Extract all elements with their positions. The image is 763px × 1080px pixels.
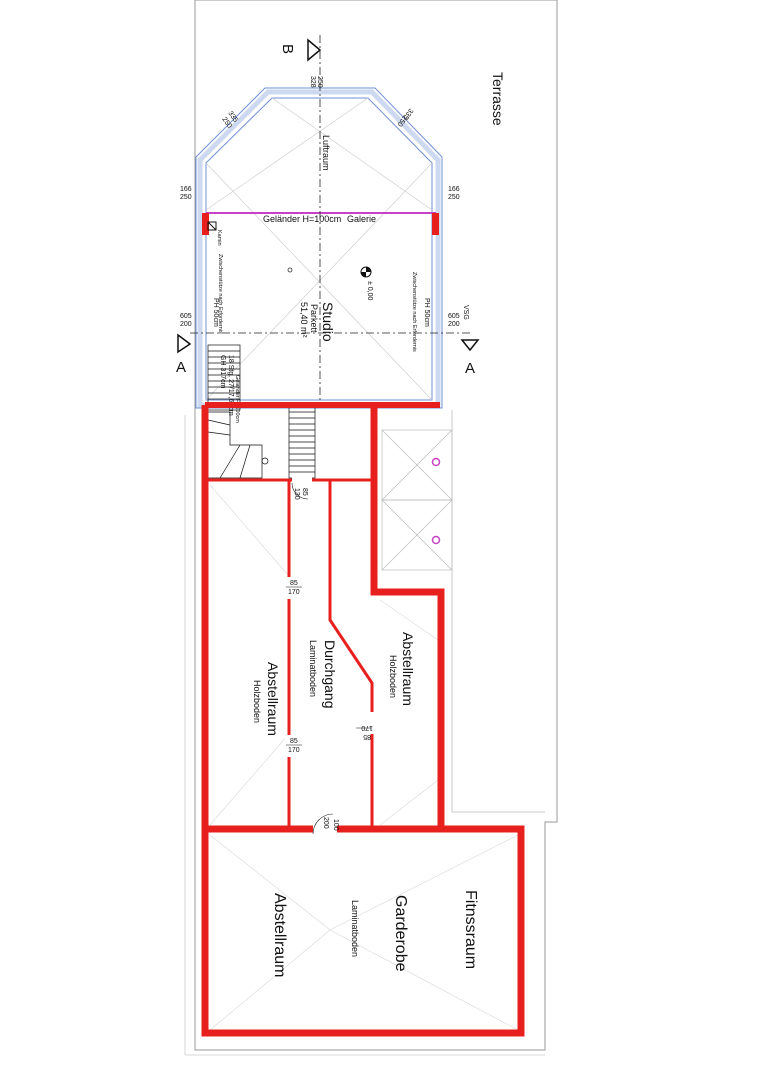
svg-text:VSG: VSG (462, 305, 469, 320)
walls (201, 402, 525, 1037)
fitness-name: Fitnssraum (462, 890, 479, 969)
stair-label-2: GH 317cm (219, 355, 226, 389)
section-b-label: B (279, 44, 296, 54)
studio-floor: Parkett (309, 304, 319, 333)
durchgang-floor: Laminatboden (308, 640, 318, 697)
lightwell-marker-1 (431, 457, 441, 467)
section-b-marker (307, 38, 322, 62)
abstellraum-right-name: Abstellraum (400, 632, 416, 706)
section-a-right-marker (460, 339, 480, 352)
terrace-label: Terrasse (490, 72, 506, 126)
studio-glass-facade-outer (195, 87, 443, 409)
door-dimensions: 85 130 85 170 85 170 85 170 100 200 (286, 488, 373, 831)
svg-text:170: 170 (361, 724, 373, 731)
kamin-label: Kamin (216, 230, 222, 246)
svg-text:170: 170 (288, 589, 300, 596)
durchgang-name: Durchgang (322, 640, 338, 709)
roof-lines (209, 484, 519, 1031)
level-mark-label: ± 0,00 (366, 281, 373, 301)
svg-text:250: 250 (316, 76, 323, 88)
section-a-left-label: A (176, 359, 186, 376)
door-openings (285, 477, 376, 834)
svg-text:PH 50cm: PH 50cm (212, 298, 219, 327)
svg-text:200: 200 (322, 817, 329, 829)
svg-text:85: 85 (301, 488, 308, 496)
svg-text:166: 166 (448, 186, 460, 193)
svg-text:250: 250 (180, 194, 192, 201)
luftraum-label: Luftraum (321, 135, 331, 171)
studio-name: Studio (320, 302, 336, 342)
studio-area: 51,40 m² (299, 302, 309, 338)
abstellraum-bottom-name: Abstellraum (271, 893, 288, 977)
studio-glass-facade (197, 89, 441, 408)
svg-text:85: 85 (290, 738, 298, 745)
svg-text:250: 250 (448, 194, 460, 201)
lightwell (381, 429, 453, 571)
svg-text:328: 328 (309, 76, 316, 88)
svg-text:Zwischenstütze nach Erforderni: Zwischenstütze nach Erfordernis (411, 272, 417, 352)
svg-text:85: 85 (290, 580, 298, 587)
gallery-post-left (202, 213, 209, 235)
lightwell-marker-2 (431, 535, 441, 545)
luftraum-diagonals (205, 97, 433, 401)
svg-text:130: 130 (293, 488, 300, 500)
svg-text:PH 50cm: PH 50cm (423, 298, 430, 327)
svg-text:170: 170 (288, 747, 300, 754)
svg-text:605: 605 (180, 313, 192, 320)
section-a-left-marker (177, 333, 192, 354)
abstellraum-left-name: Abstellraum (265, 662, 281, 736)
kamin-cross (207, 221, 217, 231)
garderobe-floor: Laminatboden (350, 900, 360, 957)
stair-label-1: 18 Stg. 27/17,61cm (227, 355, 234, 416)
gallery-post-right (432, 213, 439, 235)
abstellraum-left-floor: Holzboden (252, 680, 262, 723)
svg-text:166: 166 (180, 186, 192, 193)
studio-dot (287, 267, 293, 273)
abstellraum-right-floor: Holzboden (388, 655, 398, 698)
svg-text:200: 200 (448, 321, 460, 328)
terrace-outline (194, 0, 558, 1051)
stair-middle (288, 404, 316, 479)
kamin-marker (207, 221, 217, 231)
gelaender-label: Geländer H=100cm (263, 214, 341, 224)
svg-text:Zwischenstütze nach Erforderni: Zwischenstütze nach Erfordernis (217, 254, 223, 334)
door-swings (291, 482, 334, 835)
section-a-right-label: A (465, 360, 475, 377)
svg-text:605: 605 (448, 313, 460, 320)
svg-text:85: 85 (363, 733, 371, 740)
svg-text:200: 200 (180, 321, 192, 328)
svg-text:100: 100 (332, 819, 339, 831)
stair-label-3: Geländer H=100cm (234, 375, 240, 423)
garderobe-name: Garderobe (392, 895, 409, 972)
galerie-label: Galerie (347, 214, 376, 224)
